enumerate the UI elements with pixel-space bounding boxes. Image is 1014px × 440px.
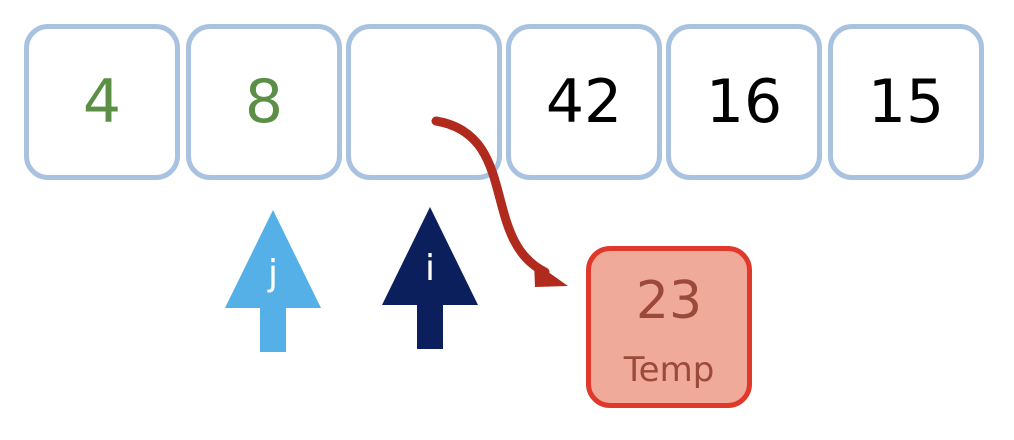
array-cell-value: 8 <box>244 67 284 137</box>
array-cell-1: 8 <box>186 24 342 180</box>
array-cell-5: 15 <box>828 24 984 180</box>
array-cell-value: 4 <box>82 67 122 137</box>
pointer-j: j <box>225 210 321 352</box>
array-cell-3: 42 <box>506 24 662 180</box>
up-arrow-icon <box>225 210 321 352</box>
move-arrow-head <box>534 262 568 287</box>
pointer-j-label: j <box>267 253 278 294</box>
pointer-i: i <box>382 207 478 349</box>
array-cell-value: 15 <box>867 67 945 137</box>
temp-label: Temp <box>623 350 715 390</box>
array-cell-4: 16 <box>666 24 822 180</box>
move-arrow-curve <box>431 116 550 277</box>
array-cell-value: 16 <box>705 67 783 137</box>
array-cell-value: 42 <box>545 67 623 137</box>
up-arrow-icon <box>382 207 478 349</box>
array-cell-2-empty <box>346 24 502 180</box>
temp-box: 23 Temp <box>586 246 752 408</box>
temp-value: 23 <box>635 271 703 331</box>
pointer-i-label: i <box>424 248 435 289</box>
array-cell-0: 4 <box>24 24 180 180</box>
